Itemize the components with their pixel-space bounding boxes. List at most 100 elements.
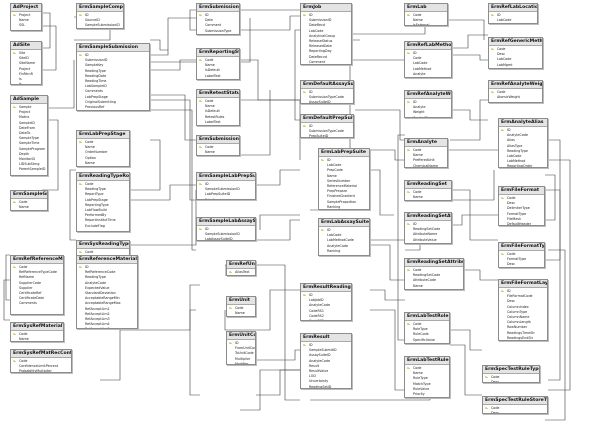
primary-key-field[interactable]: Code — [11, 200, 47, 205]
primary-key-field[interactable]: Code — [483, 375, 539, 380]
table-field[interactable]: AcceptableRangeMax — [77, 301, 137, 306]
primary-key-field[interactable]: Code — [405, 322, 449, 327]
table-field[interactable]: RowNumber — [499, 325, 547, 330]
primary-key-field[interactable]: ID — [77, 265, 137, 270]
table-field[interactable]: SubmissionType — [197, 29, 239, 34]
table-ermsamplegroup[interactable]: ErmSampleGroupCodeName — [10, 190, 48, 211]
table-field[interactable]: ExcludeFlag — [77, 224, 129, 229]
table-field[interactable]: DateFrom — [11, 126, 47, 131]
primary-key-field[interactable]: Code — [489, 90, 542, 95]
table-field[interactable]: AnalyteCode — [301, 359, 351, 364]
table-field[interactable]: PreviousRef — [77, 105, 149, 110]
table-field[interactable]: Name — [405, 371, 449, 376]
table-field[interactable]: Name — [405, 18, 447, 23]
table-field[interactable]: LabPrepSuiteID — [197, 192, 255, 197]
table-field[interactable]: Option — [77, 156, 129, 161]
table-field[interactable]: FromUnitCode — [227, 346, 255, 351]
table-field[interactable]: Name — [197, 104, 239, 109]
table-ermsysrefmaterialtype[interactable]: ErmSysRefMaterialTypeCodeName — [10, 322, 64, 342]
table-field[interactable]: Name — [197, 150, 239, 155]
table-field[interactable]: Depth — [11, 152, 47, 157]
table-field[interactable]: Ranking — [319, 249, 369, 254]
primary-key-field[interactable]: Code — [405, 13, 447, 18]
table-ermsamplecomposite[interactable]: ErmSampleCompositeIDSourceIDSampleSubmis… — [76, 3, 124, 29]
primary-key-field[interactable]: AliasText — [227, 270, 255, 275]
primary-key-field[interactable]: ID — [489, 13, 537, 18]
table-field[interactable]: LabCode — [319, 233, 369, 238]
table-field[interactable]: ReadingType — [77, 187, 129, 192]
primary-key-field[interactable]: ID — [77, 53, 149, 58]
primary-key-field[interactable]: ID — [301, 124, 353, 129]
table-field[interactable]: FormatType — [499, 257, 544, 262]
table-field[interactable]: RefAcceptLim2 — [77, 312, 137, 317]
table-field[interactable]: ReadingTime — [77, 79, 149, 84]
table-field[interactable]: SubmissionID — [77, 58, 149, 63]
table-field[interactable]: ColumnLength — [499, 320, 547, 325]
table-field[interactable]: Project — [11, 67, 41, 72]
table-field[interactable]: ReportingOrder — [499, 164, 547, 167]
table-field[interactable]: OriginalSubmitting — [77, 100, 149, 105]
table-field[interactable]: IsHidden — [405, 243, 451, 244]
primary-key-field[interactable]: Site — [11, 51, 41, 56]
table-field[interactable]: AnalyteCode — [319, 244, 369, 249]
table-field[interactable]: RuleType — [405, 376, 449, 381]
table-ermfileformatlayout[interactable]: ErmFileFormatLayoutIDFileFormatCodeDescC… — [498, 279, 548, 341]
table-field[interactable]: SourceID — [77, 18, 123, 23]
primary-key-field[interactable]: ID — [405, 100, 451, 105]
primary-key-field[interactable]: Code — [11, 265, 63, 270]
primary-key-field[interactable]: Project — [11, 13, 41, 18]
table-field[interactable]: SubmissionTypeCode — [301, 95, 353, 100]
table-field[interactable]: Desc — [483, 411, 547, 413]
primary-key-field[interactable]: Code — [227, 306, 255, 311]
table-field[interactable]: AssaySuiteID — [301, 100, 353, 103]
table-ermreadingsetattributecode[interactable]: ErmReadingSetAttributeCodeCodeReadingSet… — [404, 258, 464, 290]
table-field[interactable]: FormatType — [499, 212, 544, 217]
table-field[interactable]: SampleID — [11, 121, 47, 126]
table-field[interactable]: UnitCode — [227, 275, 255, 276]
table-field[interactable]: PrepPrepare — [319, 189, 369, 194]
table-field[interactable]: ValueFlag — [405, 397, 449, 398]
primary-key-field[interactable]: Code — [197, 99, 239, 104]
table-field[interactable]: LOD — [301, 374, 351, 379]
table-field[interactable]: Name — [405, 284, 463, 289]
table-field[interactable]: Analyte — [405, 72, 451, 77]
table-field[interactable]: AliasType — [499, 144, 547, 149]
table-field[interactable]: LabCode — [405, 61, 451, 66]
table-field[interactable]: AcceptableRangeMin — [77, 296, 137, 301]
primary-key-field[interactable]: ID — [197, 227, 255, 232]
table-field[interactable]: Desc — [483, 380, 539, 382]
table-field[interactable]: DateRecd — [301, 23, 351, 28]
table-field[interactable]: SampleSubmissionID — [77, 23, 123, 28]
table-field[interactable]: ReportingDay — [301, 49, 351, 54]
table-field[interactable]: RetestRules — [197, 115, 239, 120]
table-ermreferencematerialattribute[interactable]: ErmReferenceMaterialAttributeIDRefRefere… — [76, 255, 138, 329]
table-field[interactable]: LabSampleID — [77, 84, 149, 89]
primary-key-field[interactable]: Code — [499, 252, 544, 257]
table-field[interactable]: LabelText — [197, 74, 239, 79]
table-field[interactable]: Desc — [499, 262, 544, 267]
table-field[interactable]: AnalyticalGroup — [301, 34, 351, 39]
primary-key-field[interactable]: Code — [489, 47, 542, 52]
table-field[interactable]: Supplier — [11, 286, 63, 291]
table-field[interactable]: LabCode — [499, 154, 547, 159]
table-field[interactable]: ReportType — [77, 192, 129, 197]
primary-key-field[interactable]: Code — [197, 145, 239, 150]
table-field[interactable]: LabMethodCode — [319, 238, 369, 243]
table-field[interactable]: CodeRS2 — [301, 314, 351, 319]
table-field[interactable]: Name — [197, 63, 239, 68]
table-field[interactable]: ReleaseStatus — [301, 39, 351, 44]
table-field[interactable]: Comments — [77, 89, 149, 94]
table-field[interactable]: Is — [11, 82, 41, 84]
table-field[interactable]: Name — [489, 23, 537, 24]
table-field[interactable]: RefReferenceCode — [77, 270, 137, 275]
